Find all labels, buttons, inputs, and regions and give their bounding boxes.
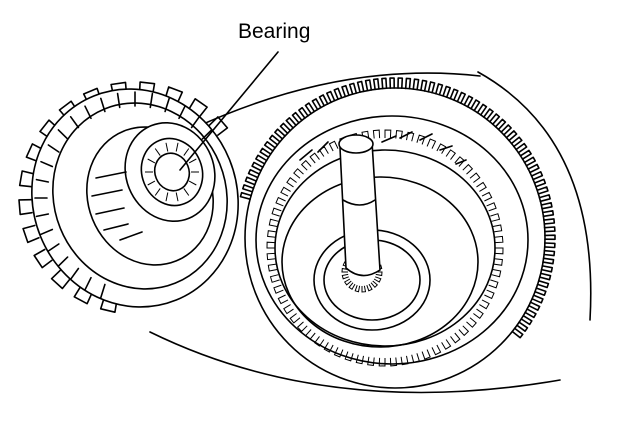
bearing-rollers (145, 142, 199, 202)
bearing-inner (153, 152, 191, 192)
ring-gear-assembly (239, 77, 556, 389)
planet-gears (91, 171, 143, 241)
case-right-arc (477, 71, 592, 321)
bearing-callout-label: Bearing (238, 20, 311, 43)
drum-ribs (34, 91, 213, 299)
input-shaft (339, 141, 381, 277)
sun-gear-teeth (299, 131, 467, 165)
clutch-tabs (18, 81, 229, 313)
drum-inner (274, 149, 496, 347)
internal-gear-teeth (266, 129, 504, 367)
bearing-housing (124, 121, 216, 223)
drum-outer (255, 115, 529, 365)
shaft-end (338, 134, 374, 154)
shaft-collar (342, 199, 376, 206)
case-top-arc (189, 72, 481, 131)
clutch-drum-assembly (18, 81, 239, 313)
case-outer-arc (149, 331, 561, 394)
bearing-outer (140, 137, 204, 207)
bearing-leader-line (179, 51, 279, 171)
ring-gear-teeth (239, 77, 556, 339)
inner-race (281, 176, 479, 348)
ring-gear-rim (244, 87, 546, 389)
